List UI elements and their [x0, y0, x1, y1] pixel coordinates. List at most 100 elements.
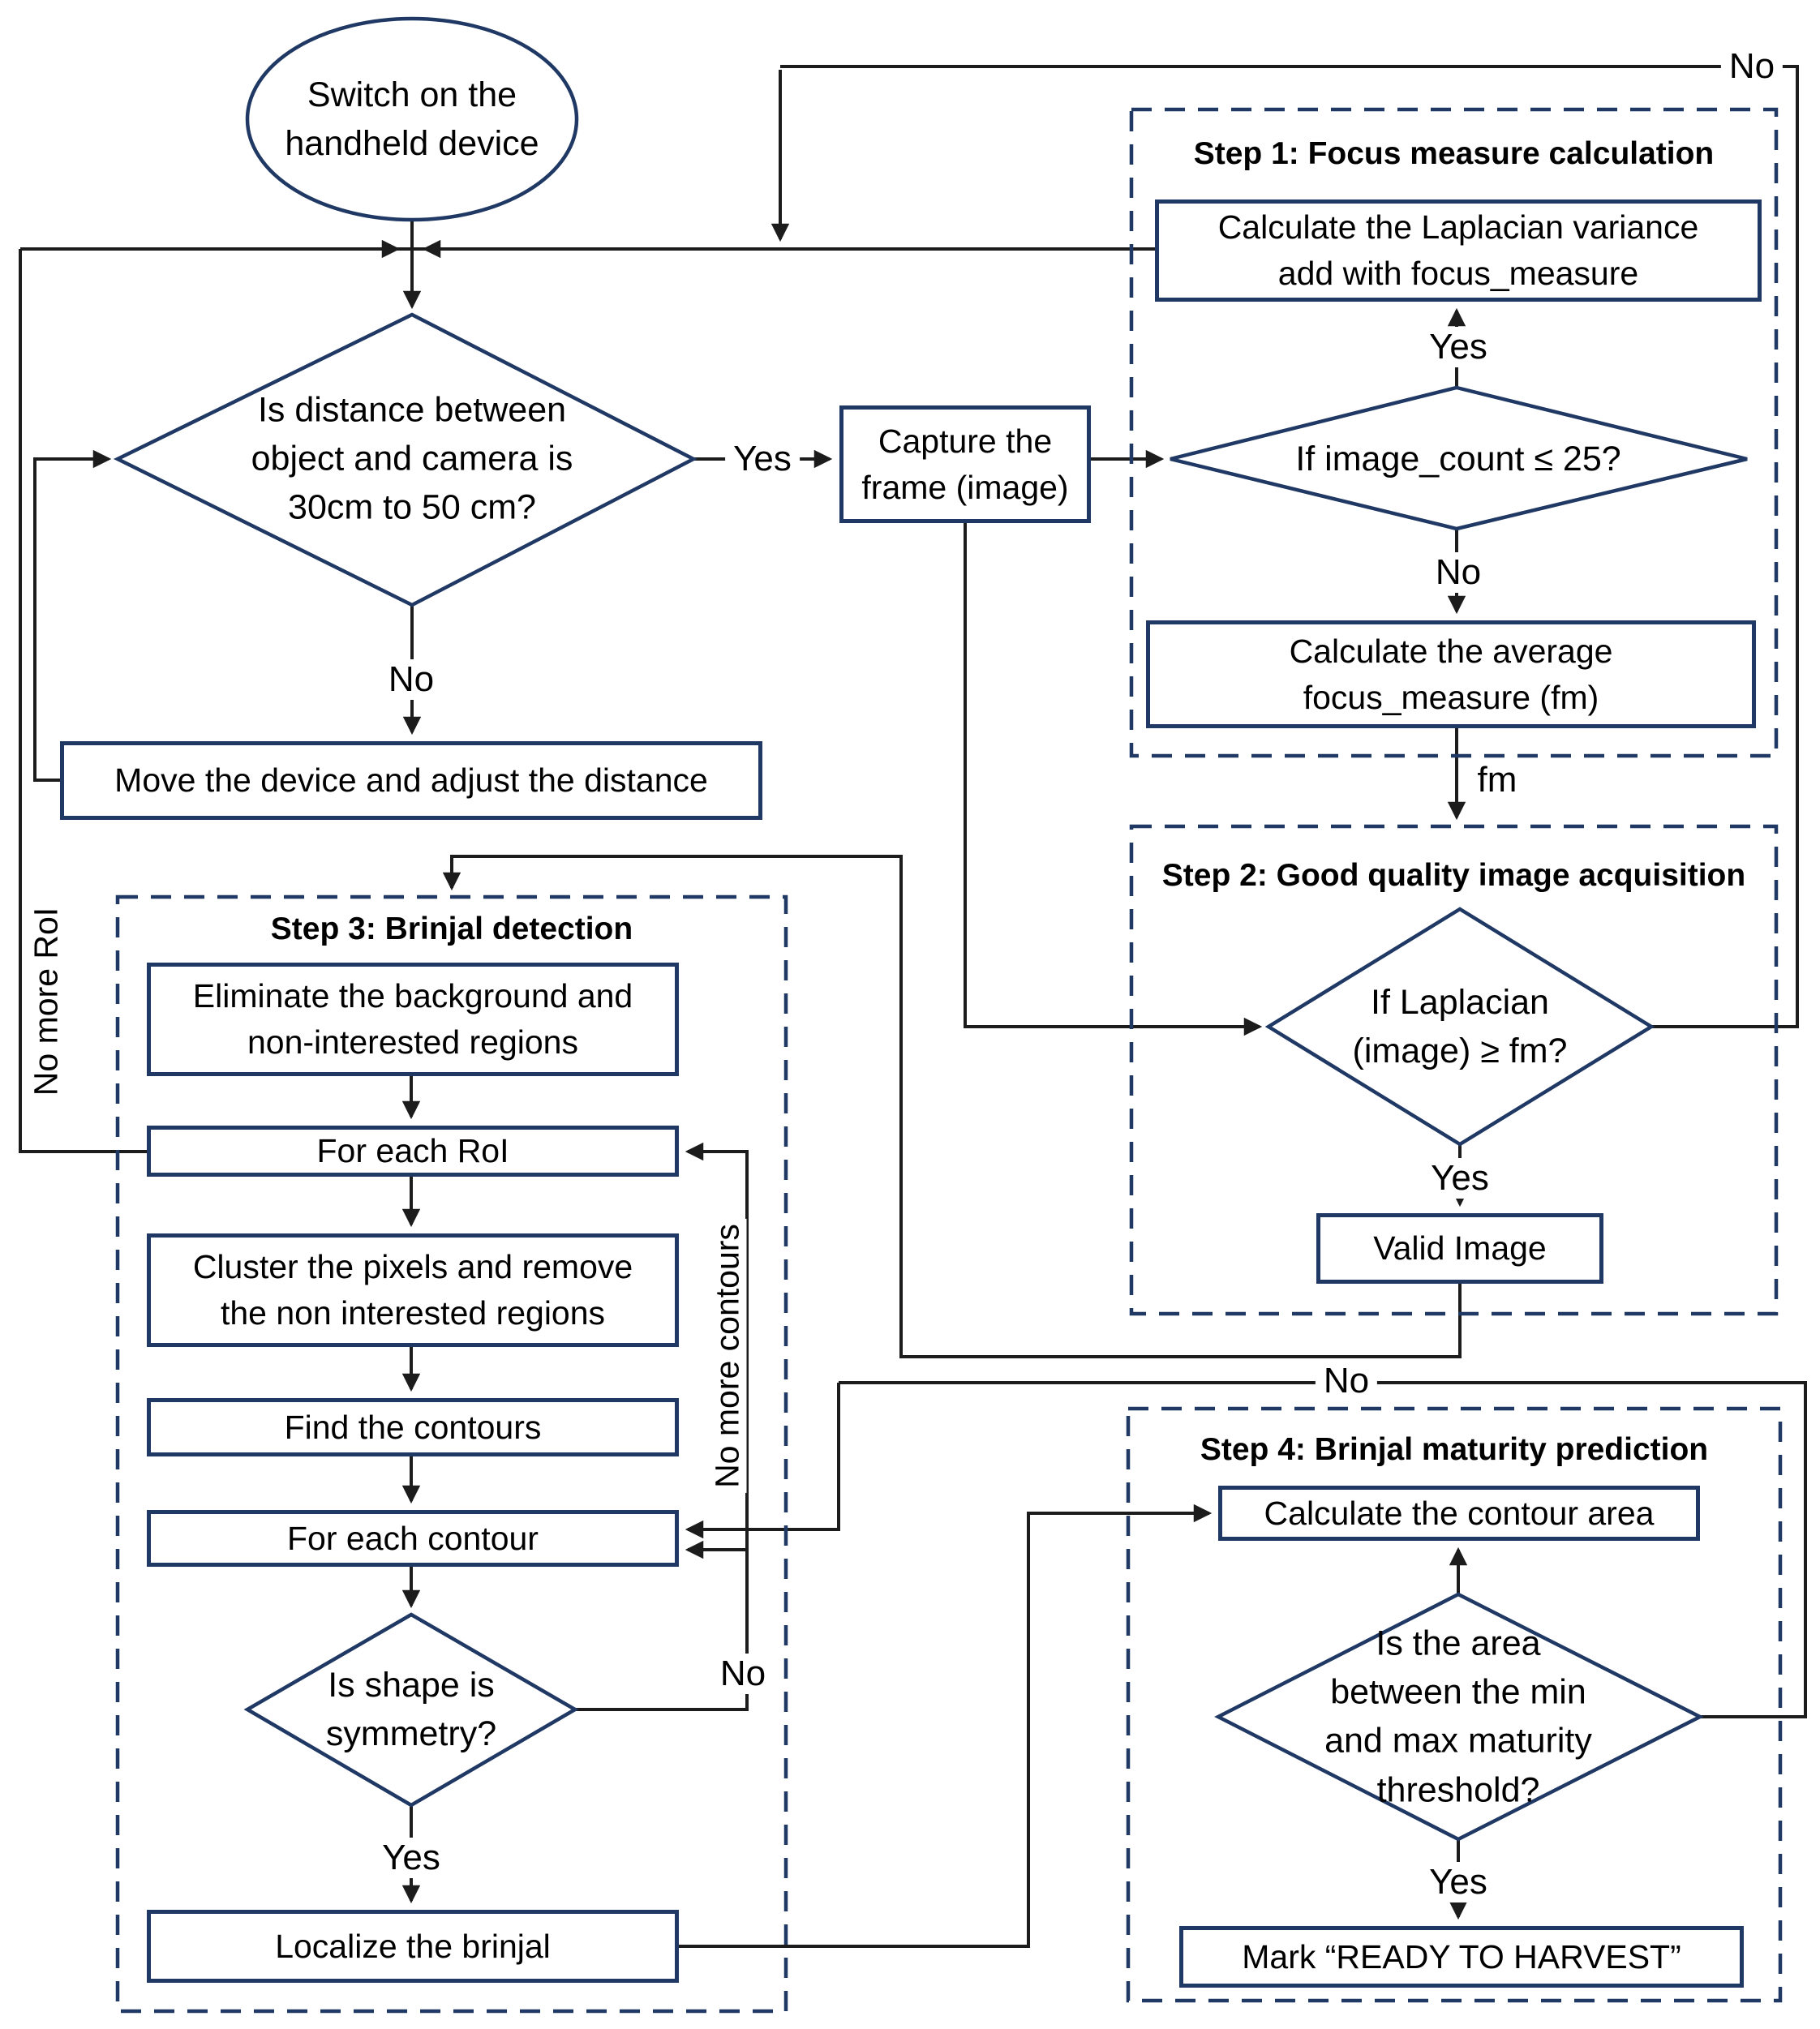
start-terminator: Switch on the handheld device [258, 71, 566, 168]
mark-ready-line1: Mark “READY TO HARVEST” [1242, 1937, 1681, 1975]
eliminate-line1: Eliminate the background and [192, 977, 633, 1015]
move-line1: Move the device and adjust the distance [114, 761, 708, 800]
label-yes-shape-text: Yes [382, 1838, 440, 1877]
edge-move-return [33, 449, 112, 782]
symmetry-line1: Is shape is [328, 1665, 495, 1705]
cluster-line2: the non interested regions [220, 1294, 606, 1332]
label-no-shape-text: No [719, 1654, 766, 1693]
eliminate-line2: non-interested regions [247, 1023, 578, 1061]
edge-maturity-no-into-contour [685, 1383, 840, 1539]
label-fm: fm [1478, 760, 1517, 800]
capture-line2: frame (image) [861, 468, 1069, 506]
avg-fm-line1: Calculate the average [1289, 632, 1613, 670]
label-yes-quality-text: Yes [1431, 1158, 1489, 1198]
edge-valid-to-step3 [442, 855, 1462, 1358]
label-no-more-contours: No more contours [708, 1219, 747, 1493]
step3-title-text: Step 3: Brinjal detection [270, 912, 633, 946]
step3-title: Step 3: Brinjal detection [118, 912, 786, 947]
label-yes-maturity: Yes [1421, 1862, 1496, 1902]
edge-no-more-roi [19, 249, 147, 1153]
step4-title-text: Step 4: Brinjal maturity prediction [1200, 1432, 1709, 1467]
edge-noquality-loop [780, 65, 1799, 1028]
image-count-decision-shape [1170, 385, 1748, 531]
mark-ready-box: Mark “READY TO HARVEST” [1179, 1926, 1744, 1988]
valid-image-line1: Valid Image [1373, 1229, 1547, 1268]
laplacian-var-line1: Calculate the Laplacian variance [1217, 208, 1699, 247]
average-fm-box: Calculate the average focus_measure (fm) [1146, 620, 1756, 728]
image-count-line1: If image_count ≤ 25? [1295, 439, 1621, 478]
start-line2: handheld device [285, 124, 539, 163]
for-each-roi-box: For each RoI [147, 1126, 679, 1177]
shape-symmetry-decision-shape [243, 1612, 579, 1808]
start-terminator-shape [245, 16, 579, 222]
maturity-line2: between the min [1330, 1672, 1586, 1712]
label-no-maturity-text: No [1323, 1361, 1370, 1401]
label-yes-quality: Yes [1423, 1158, 1497, 1199]
distance-line2: object and camera is [251, 439, 573, 478]
label-no-maturity: No [1315, 1361, 1378, 1401]
calculate-contour-area-box: Calculate the contour area [1218, 1486, 1700, 1541]
label-no-more-roi-text: No more RoI [27, 907, 65, 1096]
step4-title: Step 4: Brinjal maturity prediction [1128, 1432, 1780, 1468]
start-line1: Switch on the [307, 75, 517, 114]
maturity-decision-shape [1214, 1592, 1704, 1842]
cluster-line1: Cluster the pixels and remove [192, 1248, 633, 1286]
label-fm-text: fm [1477, 760, 1517, 800]
label-yes-distance: Yes [725, 439, 800, 479]
label-no-quality-text: No [1728, 46, 1775, 86]
capture-frame-box: Capture the frame (image) [839, 405, 1091, 523]
for-each-contour-line1: For each contour [287, 1519, 539, 1557]
localize-line1: Localize the brinjal [275, 1927, 551, 1965]
label-no-distance-text: No [388, 659, 435, 699]
valid-image-box: Valid Image [1316, 1213, 1603, 1284]
image-count-decision: If image_count ≤ 25? [1199, 435, 1718, 483]
step1-container [1129, 107, 1779, 758]
step3-container [115, 894, 788, 2014]
label-no-image-count-text: No [1435, 552, 1482, 592]
label-yes-image-count-text: Yes [1429, 327, 1487, 367]
cluster-pixels-box: Cluster the pixels and remove the non in… [147, 1233, 679, 1347]
laplacian-check-line1: If Laplacian [1371, 982, 1549, 1022]
laplacian-decision-shape [1264, 907, 1655, 1147]
label-no-distance: No [380, 659, 443, 700]
symmetry-line2: symmetry? [325, 1714, 497, 1753]
for-each-contour-box: For each contour [147, 1510, 679, 1567]
edge-shape-no-loop [575, 1142, 749, 1711]
step4-container [1126, 1406, 1783, 2003]
step1-title-text: Step 1: Focus measure calculation [1193, 136, 1715, 171]
for-each-roi-line1: For each RoI [316, 1132, 509, 1170]
laplacian-var-line2: add with focus_measure [1277, 255, 1639, 292]
move-device-box: Move the device and adjust the distance [60, 741, 762, 820]
edge-localize-to-area [679, 1504, 1213, 1948]
find-contours-line1: Find the contours [284, 1408, 542, 1446]
find-contours-box: Find the contours [147, 1398, 679, 1456]
laplacian-check-line2: (image) ≥ fm? [1352, 1032, 1568, 1070]
label-no-more-contours-text: No more contours [708, 1224, 746, 1488]
edge-capture-to-laplacian-check [964, 523, 1263, 1036]
maturity-line4: threshold? [1376, 1770, 1540, 1810]
label-no-more-roi: No more RoI [27, 902, 66, 1101]
distance-decision: Is distance between object and camera is… [201, 386, 623, 533]
label-yes-maturity-text: Yes [1429, 1862, 1487, 1902]
label-yes-shape: Yes [374, 1838, 449, 1878]
distance-line3: 30cm to 50 cm? [288, 488, 536, 528]
maturity-decision: Is the area between the min and max matu… [1256, 1619, 1661, 1815]
label-no-quality: No [1720, 46, 1784, 87]
localize-brinjal-box: Localize the brinjal [147, 1910, 679, 1983]
label-no-shape: No [711, 1654, 775, 1694]
step2-title: Step 2: Good quality image acquisition [1131, 858, 1776, 894]
step2-title-text: Step 2: Good quality image acquisition [1161, 858, 1746, 893]
eliminate-background-box: Eliminate the background and non-interes… [147, 963, 679, 1076]
label-yes-distance-text: Yes [733, 439, 792, 478]
step1-title: Step 1: Focus measure calculation [1131, 136, 1776, 172]
maturity-line3: and max maturity [1324, 1722, 1592, 1761]
maturity-line1: Is the area [1376, 1624, 1541, 1663]
distance-decision-shape [113, 312, 698, 607]
distance-line1: Is distance between [257, 390, 567, 430]
calc-area-line1: Calculate the contour area [1264, 1494, 1655, 1532]
laplacian-decision: If Laplacian (image) ≥ fm? [1281, 978, 1638, 1075]
shape-symmetry-decision: Is shape is symmetry? [257, 1661, 565, 1758]
label-no-image-count: No [1427, 552, 1490, 593]
